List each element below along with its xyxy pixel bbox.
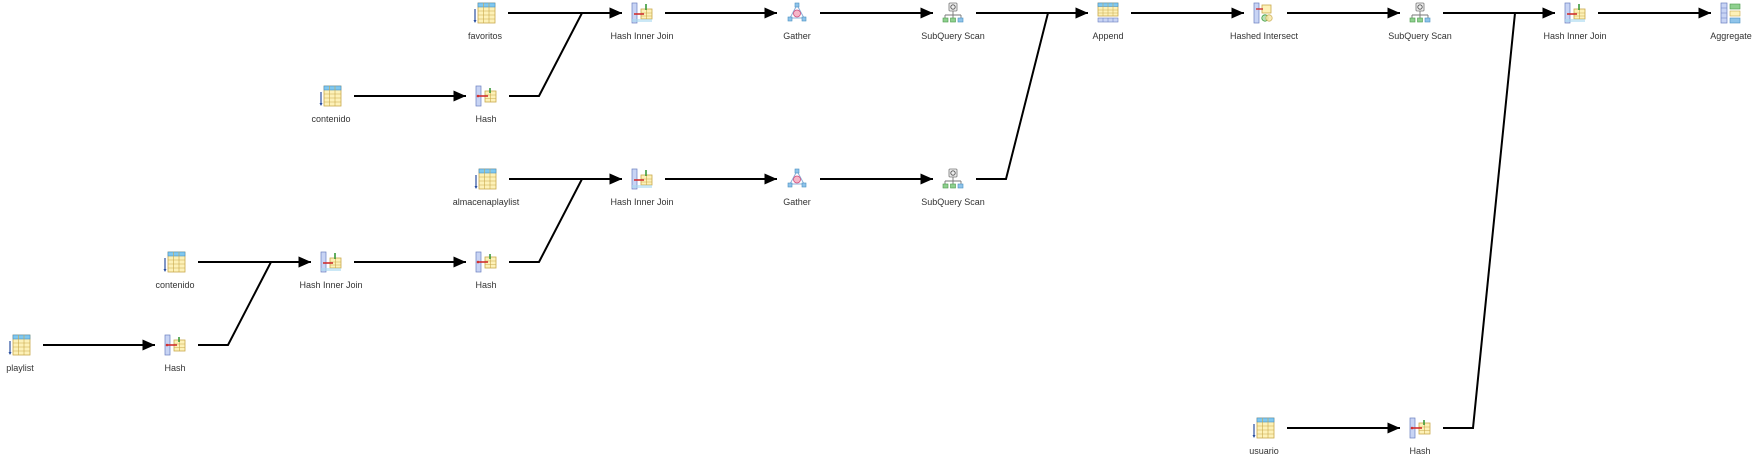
node-label: Hash [475, 114, 497, 124]
subquery-scan-icon [942, 168, 964, 189]
hash-join-icon [320, 251, 342, 273]
seq-scan-icon [8, 334, 31, 356]
node-hash-3[interactable]: Hash [115, 333, 235, 373]
node-hash-1[interactable]: Hash [426, 84, 546, 124]
hash-icon [1409, 417, 1431, 439]
node-label: Hashed Intersect [1229, 31, 1299, 41]
node-label: Hash [164, 363, 186, 373]
node-playlist[interactable]: playlist [0, 333, 80, 373]
node-label: Gather [783, 31, 811, 41]
append-icon [1097, 2, 1119, 23]
edge-subquery_scan_2-to-append [976, 7, 1088, 180]
node-hash-2[interactable]: Hash [426, 250, 546, 290]
gather-icon [787, 2, 807, 22]
node-label: playlist [6, 363, 34, 373]
node-label: Append [1092, 31, 1124, 41]
node-hashed-intersect[interactable]: Hashed Intersect [1204, 1, 1324, 41]
hash-join-icon [631, 168, 653, 190]
node-label: Hash Inner Join [610, 31, 674, 41]
hash-join-icon [1564, 2, 1586, 24]
node-hash-4[interactable]: Hash [1360, 416, 1480, 456]
seq-scan-icon [474, 168, 497, 190]
hash-join-icon [631, 2, 653, 24]
node-label: usuario [1249, 446, 1279, 456]
node-label: Hash Inner Join [299, 280, 363, 290]
seq-scan-icon [473, 2, 496, 24]
seq-scan-icon [319, 85, 342, 107]
seq-scan-icon [1252, 417, 1275, 439]
node-label: Hash Inner Join [1543, 31, 1607, 41]
node-aggregate[interactable]: Aggregate [1671, 1, 1757, 41]
node-label: SubQuery Scan [1388, 31, 1452, 41]
node-hash-inner-join-3[interactable]: Hash Inner Join [271, 250, 391, 290]
node-usuario[interactable]: usuario [1204, 416, 1324, 456]
node-gather-2[interactable]: Gather [737, 167, 857, 207]
node-label: Hash Inner Join [610, 197, 674, 207]
node-label: contenido [155, 280, 195, 290]
node-label: favoritos [467, 31, 502, 41]
subquery-scan-icon [1409, 2, 1431, 23]
aggregate-icon [1720, 2, 1741, 24]
node-label: Hash [475, 280, 497, 290]
node-contenido-2[interactable]: contenido [115, 250, 235, 290]
node-label: Gather [783, 197, 811, 207]
node-label: Aggregate [1710, 31, 1752, 41]
node-hash-inner-join-4[interactable]: Hash Inner Join [1515, 1, 1635, 41]
hashed-intersect-icon [1253, 2, 1273, 24]
node-subquery-scan-3[interactable]: SubQuery Scan [1360, 1, 1480, 41]
node-label: almacenaplaylist [452, 197, 520, 207]
node-gather-1[interactable]: Gather [737, 1, 857, 41]
node-hash-inner-join-2[interactable]: Hash Inner Join [582, 167, 702, 207]
node-label: SubQuery Scan [921, 31, 985, 41]
node-append[interactable]: Append [1048, 1, 1168, 41]
edge-hash_2-to-hash_inner_join_2 [509, 173, 622, 263]
gather-icon [787, 168, 807, 188]
edge-hash_4-to-hash_inner_join_4 [1443, 7, 1555, 429]
node-label: Hash [1409, 446, 1431, 456]
seq-scan-icon [163, 251, 186, 273]
node-subquery-scan-1[interactable]: SubQuery Scan [893, 1, 1013, 41]
node-contenido-1[interactable]: contenido [271, 84, 391, 124]
hash-icon [164, 334, 186, 356]
node-favoritos[interactable]: favoritos [425, 1, 545, 41]
node-hash-inner-join-1[interactable]: Hash Inner Join [582, 1, 702, 41]
hash-icon [475, 85, 497, 107]
node-label: contenido [311, 114, 351, 124]
node-almacenaplaylist[interactable]: almacenaplaylist [426, 167, 546, 207]
hash-icon [475, 251, 497, 273]
edge-hash_3-to-hash_inner_join_3 [198, 256, 311, 346]
edge-hash_1-to-hash_inner_join_1 [509, 7, 622, 97]
subquery-scan-icon [942, 2, 964, 23]
node-subquery-scan-2[interactable]: SubQuery Scan [893, 167, 1013, 207]
node-label: SubQuery Scan [921, 197, 985, 207]
